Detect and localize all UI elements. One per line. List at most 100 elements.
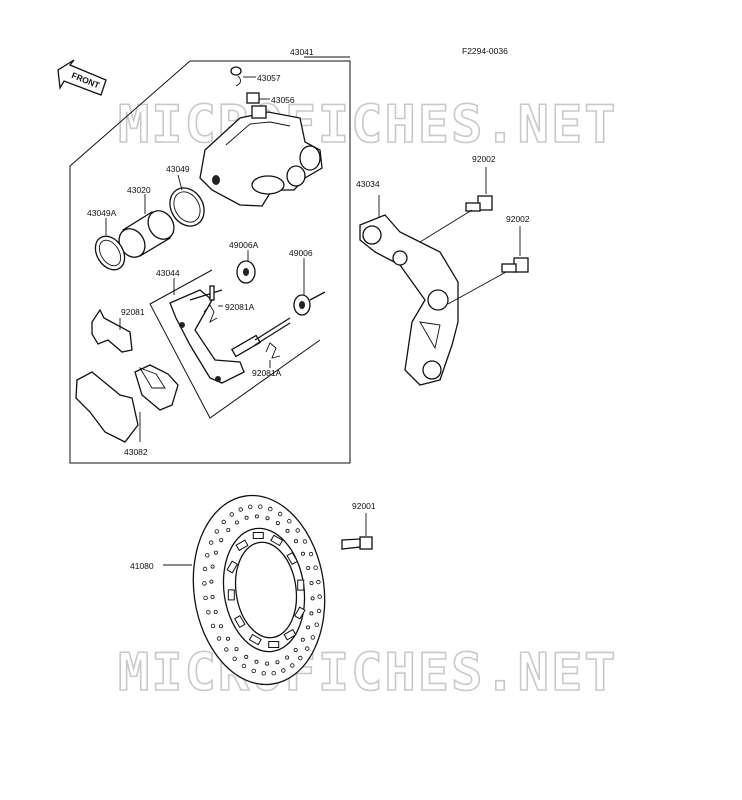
- disc-hole: [287, 519, 292, 524]
- disc-hole: [203, 595, 208, 601]
- disc-hole: [271, 671, 276, 676]
- disc-hole: [202, 566, 208, 572]
- label-43049A: 43049A: [87, 208, 117, 218]
- disc-slot: [283, 628, 297, 641]
- front-arrow-icon: FRONT: [57, 59, 107, 96]
- disc-hole: [232, 656, 237, 661]
- disc-hole: [210, 623, 216, 629]
- bleeder-cap: [230, 66, 256, 87]
- disc-slot: [286, 551, 298, 566]
- disc-hole: [310, 635, 315, 640]
- disc-hole: [210, 595, 215, 600]
- watermark-top: MICROFICHES.NET: [118, 95, 618, 155]
- disc-hole: [290, 663, 295, 668]
- disc-hole: [229, 512, 234, 517]
- label-92001: 92001: [352, 501, 376, 511]
- drawing-code: F2294-0036: [462, 46, 508, 56]
- disc-hole: [300, 551, 305, 556]
- label-92081: 92081: [121, 307, 145, 317]
- disc-hole: [317, 594, 322, 599]
- caliper-holder: [149, 269, 321, 419]
- disc-hole: [265, 661, 270, 666]
- disc-hole: [316, 608, 322, 614]
- label-43056: 43056: [271, 95, 295, 105]
- disc-hole: [208, 540, 214, 545]
- disc-hole: [218, 624, 223, 629]
- disc-hole: [275, 660, 280, 665]
- disc-hole: [216, 636, 222, 641]
- label-43034: 43034: [356, 179, 380, 189]
- disc-hole: [248, 504, 253, 509]
- label-92081A-upper: 92081A: [225, 302, 255, 312]
- label-92002-lower: 92002: [506, 214, 530, 224]
- disc-hole: [226, 528, 231, 533]
- disc-hole: [293, 539, 298, 544]
- label-92002-upper: 92002: [472, 154, 496, 164]
- boot: [293, 258, 326, 316]
- disc-hole: [298, 655, 303, 661]
- label-43082: 43082: [124, 447, 148, 457]
- disc-slot: [297, 579, 305, 591]
- disc-hole: [309, 611, 314, 616]
- label-43049: 43049: [166, 164, 190, 174]
- disc-slot: [234, 614, 246, 629]
- watermark-bottom: MICROFICHES.NET: [118, 643, 618, 703]
- disc-hole: [221, 519, 226, 525]
- disc-hole: [305, 646, 310, 651]
- label-41080: 41080: [130, 561, 154, 571]
- disc-hole: [238, 507, 243, 512]
- disc-hole: [285, 655, 290, 660]
- disc-hole: [302, 539, 308, 544]
- disc-slot: [270, 534, 284, 547]
- retainer-clip-upper: [203, 304, 223, 324]
- label-49006: 49006: [289, 248, 313, 258]
- caliper-body: [199, 105, 323, 207]
- disc-hole: [310, 596, 315, 601]
- disc-hole: [285, 528, 290, 533]
- disc-slot: [268, 641, 280, 648]
- disc-hole: [309, 581, 314, 586]
- retainer-clip-lower: [265, 342, 281, 368]
- disc-hole: [251, 668, 256, 674]
- disc-hole: [281, 668, 286, 673]
- disc-hole: [244, 515, 249, 520]
- label-92081A-lower: 92081A: [252, 368, 282, 378]
- disc-hole: [293, 648, 298, 653]
- label-43020: 43020: [127, 185, 151, 195]
- disc-hole: [295, 528, 300, 533]
- disc-hole: [306, 566, 311, 571]
- disc-slot: [227, 589, 235, 601]
- disc-hole: [275, 521, 280, 526]
- disc-hole: [254, 514, 259, 519]
- disc-slot: [226, 560, 238, 574]
- label-43057: 43057: [257, 73, 281, 83]
- bolt-upper: [419, 167, 493, 243]
- disc-hole: [316, 579, 321, 585]
- disc-bolt: [341, 513, 373, 550]
- disc-hole: [268, 506, 273, 512]
- disc-slot: [252, 531, 264, 539]
- pad-spring: [91, 308, 133, 353]
- disc-hole: [308, 551, 314, 557]
- label-43041: 43041: [290, 47, 314, 57]
- disc-hole: [209, 579, 214, 584]
- caliper-bracket: [359, 195, 459, 386]
- disc-hole: [265, 516, 270, 521]
- disc-hole: [225, 636, 230, 641]
- boot-a: [236, 250, 256, 284]
- dust-seal: [94, 218, 126, 271]
- disc-hole: [258, 504, 263, 509]
- disc-slot: [248, 633, 262, 646]
- disc-hole: [234, 520, 239, 525]
- disc-hole: [241, 663, 247, 669]
- disc-hole: [277, 511, 283, 517]
- bleeder-valve: [246, 92, 270, 104]
- piston: [118, 194, 175, 258]
- disc-hole: [214, 529, 219, 534]
- caliper-frame: [69, 56, 351, 464]
- disc-hole: [219, 538, 224, 543]
- label-43044: 43044: [156, 268, 180, 278]
- disc-hole: [224, 647, 229, 652]
- disc-hole: [261, 671, 266, 676]
